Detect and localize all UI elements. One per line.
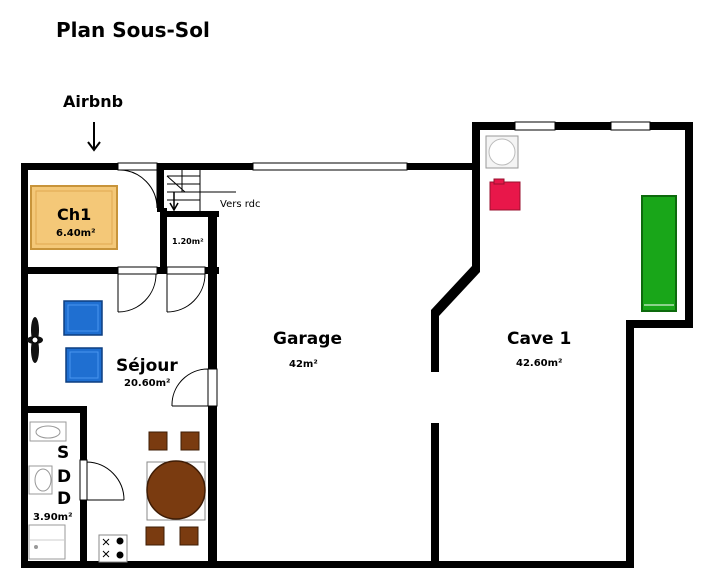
room-name-cave: Cave 1 [507,329,571,349]
washing-machine [485,135,519,169]
room-name-ch1: Ch1 [57,205,91,224]
fan-icon [27,317,43,363]
doors [79,169,218,501]
room-area-wc: 1.20m² [172,237,204,246]
room-area-ch1: 6.40m² [56,228,95,239]
entrance-label: Airbnb [63,92,123,111]
sdd-letter-d2: D [57,489,71,509]
toilet [28,465,53,495]
sink [29,421,67,442]
room-area-sdd: 3.90m² [33,512,72,523]
green-shelf [641,195,677,312]
arrow-down-icon [87,122,101,152]
room-name-garage: Garage [273,329,342,349]
armchair-bottom [65,347,103,383]
cooktop-icon [98,534,128,563]
bed [30,185,118,250]
stairs-label: Vers rdc [220,199,261,210]
room-area-cave: 42.60m² [516,358,562,369]
staircase [166,170,236,212]
dining-set [145,431,206,546]
red-appliance [489,178,521,211]
room-name-sejour: Séjour [116,356,178,376]
room-area-sejour: 20.60m² [124,378,170,389]
room-area-garage: 42m² [289,359,318,370]
dining-table [146,460,206,520]
sdd-letter-d1: D [57,467,71,487]
plan-title: Plan Sous-Sol [56,18,210,42]
shower [28,524,66,560]
windows [117,121,651,275]
sdd-letter-s: S [57,443,69,463]
walls [21,122,693,568]
armchair-top [63,300,103,336]
